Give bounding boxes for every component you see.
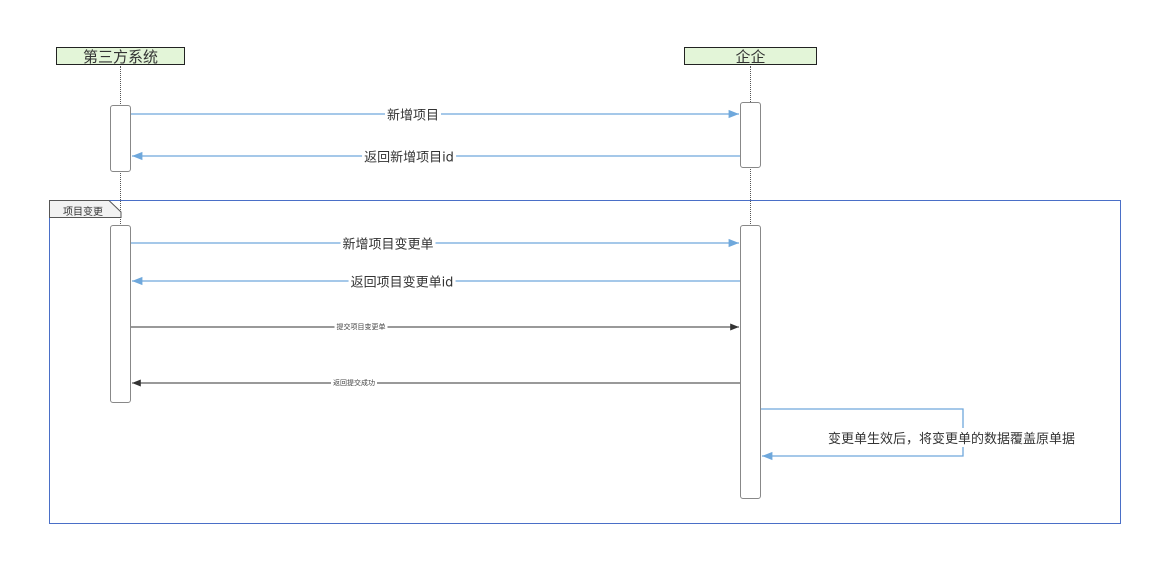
activation-third-party	[110, 105, 131, 172]
participant-label: 企企	[735, 47, 766, 66]
lifeline-third-party	[120, 66, 121, 106]
participant-label: 第三方系统	[82, 47, 158, 66]
participant-third-party[interactable]: 第三方系统	[56, 47, 185, 66]
activation-qiqi	[740, 102, 761, 168]
activation-third-party	[110, 225, 131, 403]
message-label: 返回项目变更单id	[348, 271, 456, 291]
message-label: 新增项目	[384, 104, 442, 124]
lifeline-qiqi	[750, 66, 751, 102]
message-label: 新增项目变更单	[340, 233, 436, 253]
participant-qiqi[interactable]: 企企	[684, 47, 817, 66]
message-label: 返回提交成功	[331, 378, 377, 388]
message-label: 提交项目变更单	[334, 322, 388, 332]
lifeline-third-party	[120, 171, 121, 226]
message-label: 返回新增项目id	[362, 146, 456, 166]
lifeline-qiqi	[750, 167, 751, 226]
self-message-label: 变更单生效后，将变更单的数据覆盖原单据	[828, 428, 1076, 447]
fragment-frame	[49, 200, 1121, 524]
fragment-label: 项目变更	[63, 207, 103, 218]
activation-qiqi	[740, 225, 761, 499]
fragment-tag-shape	[49, 200, 122, 218]
